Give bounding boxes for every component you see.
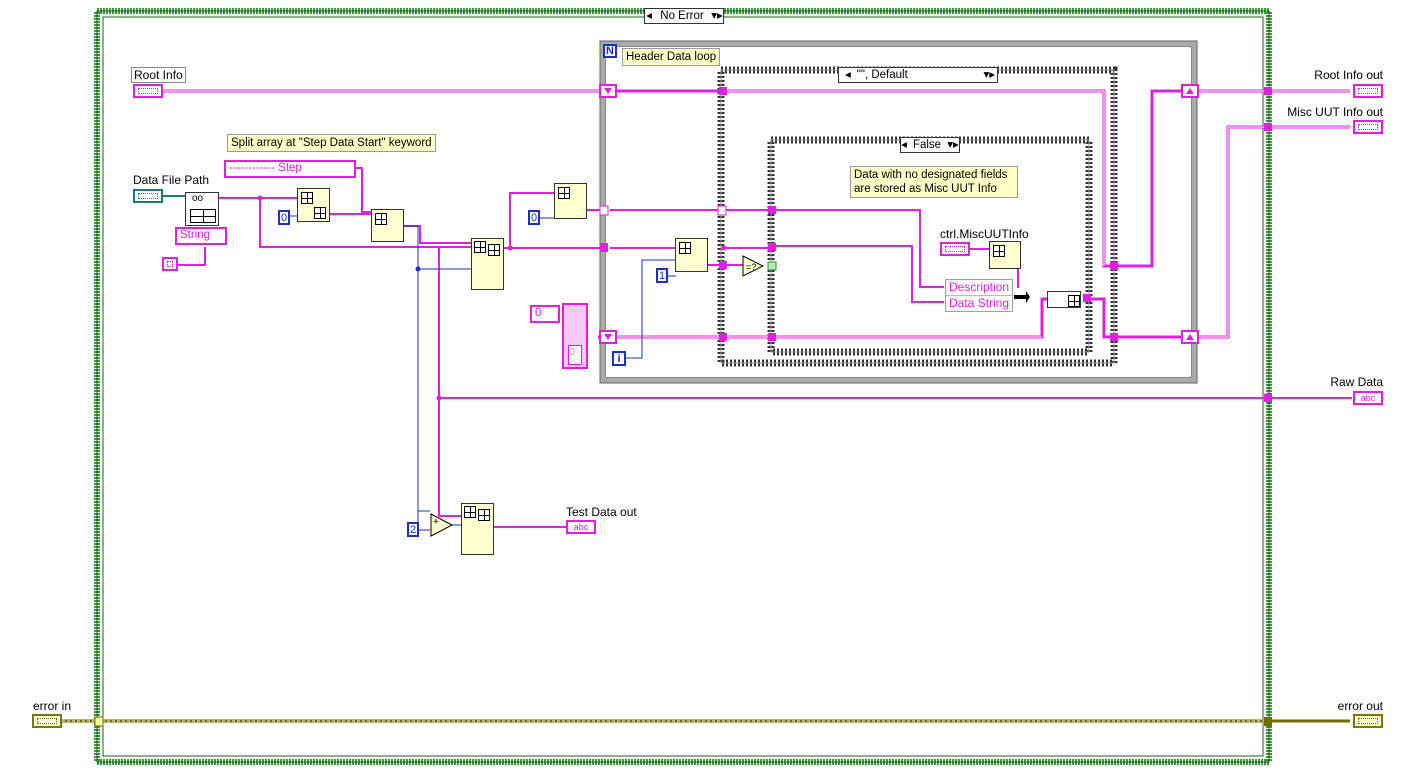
index-array-node-1[interactable] — [297, 188, 330, 222]
array-icon — [993, 245, 1005, 257]
string-type-selector[interactable]: String — [175, 227, 227, 245]
test-data-out-indicator: abc — [566, 520, 596, 534]
array-icon — [478, 509, 490, 521]
build-array-node[interactable] — [989, 241, 1021, 269]
misc-uut-info-out-indicator — [1353, 120, 1383, 134]
inner-case-selector-default[interactable]: ◂"", Default▾▸ — [838, 67, 998, 83]
misc-comment-text: Data with no designated fields are store… — [854, 169, 1008, 195]
root-info-label: Root Info — [131, 67, 186, 83]
zero-constant-1[interactable]: 0 — [278, 210, 290, 225]
case-selector-no-error[interactable]: ◂No Error▾▸ — [644, 8, 724, 24]
data-file-path-control[interactable] — [133, 189, 163, 203]
array-icon — [1068, 295, 1080, 307]
loop-count-terminal[interactable]: N — [603, 44, 617, 58]
array-subset-node-1[interactable] — [471, 238, 504, 290]
add-node-symbol: + — [433, 517, 439, 528]
index-array-node-2[interactable] — [554, 183, 587, 219]
case-selector-label: No Error — [660, 10, 704, 22]
root-info-out-label: Root Info out — [1314, 68, 1383, 82]
build-array-node-2[interactable] — [1047, 291, 1081, 308]
step-string-constant[interactable]: ------------ Step — [224, 160, 356, 178]
loop-iteration-terminal: i — [612, 351, 626, 366]
array-subset-node-2[interactable] — [461, 503, 494, 555]
zero-constant-2[interactable]: 0 — [528, 210, 540, 225]
raw-data-indicator: abc — [1353, 391, 1383, 405]
root-info-control[interactable] — [133, 84, 163, 98]
bundle-by-name-node[interactable]: Description Data String — [945, 279, 1013, 312]
array-icon — [474, 241, 486, 253]
array-icon — [558, 187, 570, 199]
bool-case-label: False — [912, 139, 942, 151]
read-spreadsheet-node[interactable]: oo — [185, 192, 219, 226]
misc-ctrl-label: ctrl.MiscUUTInfo — [940, 227, 1029, 241]
error-out-indicator — [1353, 714, 1383, 728]
error-in-control[interactable] — [32, 714, 62, 728]
delimiter-constant[interactable] — [162, 257, 178, 271]
loop-label: Header Data loop — [622, 48, 721, 66]
error-out-label: error out — [1337, 699, 1383, 713]
array-constant[interactable]: 0 0 — [530, 303, 590, 371]
array-icon — [464, 506, 476, 518]
raw-data-label: Raw Data — [1330, 375, 1383, 389]
bool-case-selector[interactable]: ◂False▾▸ — [900, 137, 960, 153]
array-element: 0 — [568, 345, 582, 365]
one-constant[interactable]: 1 — [656, 268, 668, 283]
root-info-out-indicator — [1353, 84, 1383, 98]
inner-case-label: "", Default — [856, 69, 908, 81]
error-in-label: error in — [33, 699, 72, 713]
array-icon — [375, 213, 387, 225]
glasses-icon: oo — [192, 193, 204, 204]
search-split-node[interactable] — [371, 209, 404, 242]
svg-text:=?: =? — [746, 262, 756, 272]
table-icon — [190, 209, 216, 223]
bundle-field-description: Description — [946, 280, 1012, 296]
two-constant[interactable]: 2 — [407, 522, 419, 537]
split-comment: Split array at "Step Data Start" keyword — [227, 134, 436, 152]
misc-ctrl-terminal[interactable] — [940, 242, 970, 256]
test-data-out-label: Test Data out — [566, 505, 637, 519]
array-index-display[interactable]: 0 — [530, 305, 560, 323]
misc-uut-info-out-label: Misc UUT Info out — [1287, 105, 1383, 119]
index-array-node-3[interactable] — [675, 238, 708, 272]
bundle-field-data-string: Data String — [949, 296, 1010, 310]
array-icon — [301, 192, 313, 204]
array-icon — [488, 244, 500, 256]
data-file-path-label: Data File Path — [133, 173, 210, 187]
array-icon — [314, 207, 326, 219]
misc-comment: Data with no designated fields are store… — [850, 166, 1018, 198]
array-icon — [679, 242, 691, 254]
array-frame: 0 — [562, 303, 588, 369]
